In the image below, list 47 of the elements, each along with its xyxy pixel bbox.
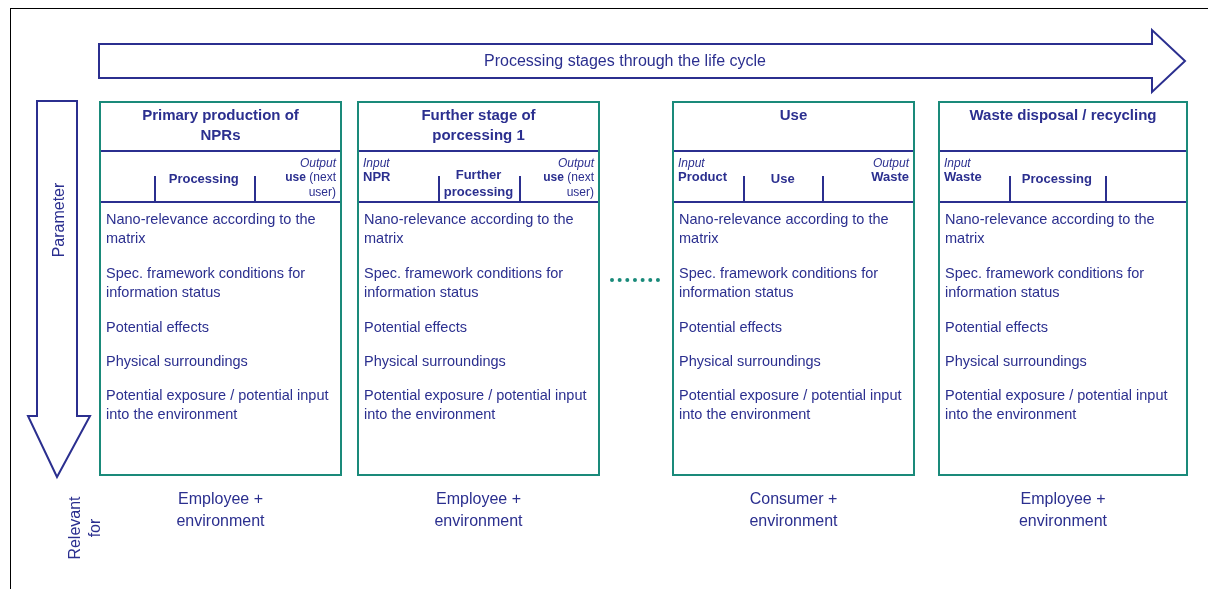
stage-heading: Use [778, 105, 809, 125]
io-label: Input [363, 156, 390, 171]
parameter-text: Potential effects [679, 318, 783, 337]
relevance-text: Employee + environment [175, 489, 266, 531]
stage-heading: Primary production of NPRs [141, 105, 300, 145]
parameter-text: Physical surroundings [679, 352, 822, 371]
parameter-text: Potential exposure / potential input into the environment [364, 386, 588, 424]
stage-heading: Waste disposal / recycling [968, 105, 1158, 125]
io-label: Output [299, 156, 336, 171]
parameter-text: Potential effects [945, 318, 1049, 337]
step-label: Waste [944, 169, 982, 185]
parameter-text: Potential exposure / potential input into the environment [106, 386, 330, 424]
parameter-text: Potential effects [106, 318, 210, 337]
parameter-text: Physical surroundings [364, 352, 507, 371]
relevance-text: Employee + environment [433, 489, 524, 531]
parameter-text: Physical surroundings [106, 352, 249, 371]
io-label: Output [872, 156, 909, 171]
parameter-text: Spec. framework conditions for information status [364, 264, 565, 302]
stage-heading: Further stage of porcessing 1 [420, 105, 537, 145]
step-label: use (next user) [284, 170, 336, 200]
parameter-text: Nano-relevance according to the matrix [679, 210, 890, 248]
parameter-text: Nano-relevance according to the matrix [106, 210, 317, 248]
row-label: Relevant for [65, 495, 104, 562]
step-label: Further processing [442, 166, 515, 200]
parameter-text: Potential effects [364, 318, 468, 337]
step-label: Processing [167, 170, 240, 187]
relevance-text: Employee + environment [1017, 489, 1108, 531]
step-label: Waste [871, 169, 909, 185]
step-label: NPR [363, 169, 391, 185]
parameter-text: Spec. framework conditions for information status [945, 264, 1146, 302]
parameter-text: Nano-relevance according to the matrix [945, 210, 1156, 248]
parameter-text: Nano-relevance according to the matrix [364, 210, 575, 248]
parameter-text: Spec. framework conditions for information status [679, 264, 880, 302]
step-label: use (next user) [542, 170, 594, 200]
relevance-text: Consumer + environment [748, 489, 839, 531]
parameter-text: Potential exposure / potential input into the environment [945, 386, 1169, 424]
arrow-label: Parameter [49, 181, 68, 260]
io-label: Input [944, 156, 971, 171]
io-label: Output [557, 156, 594, 171]
arrow-label: Processing stages through the life cycle [483, 51, 767, 71]
parameter-text: Spec. framework conditions for information status [106, 264, 307, 302]
step-label: Processing [1020, 170, 1093, 187]
parameter-text: Physical surroundings [945, 352, 1088, 371]
io-label: Input [678, 156, 705, 171]
parameter-text: Potential exposure / potential input into the environment [679, 386, 903, 424]
step-label: Use [769, 170, 796, 187]
step-label: Product [678, 169, 728, 185]
